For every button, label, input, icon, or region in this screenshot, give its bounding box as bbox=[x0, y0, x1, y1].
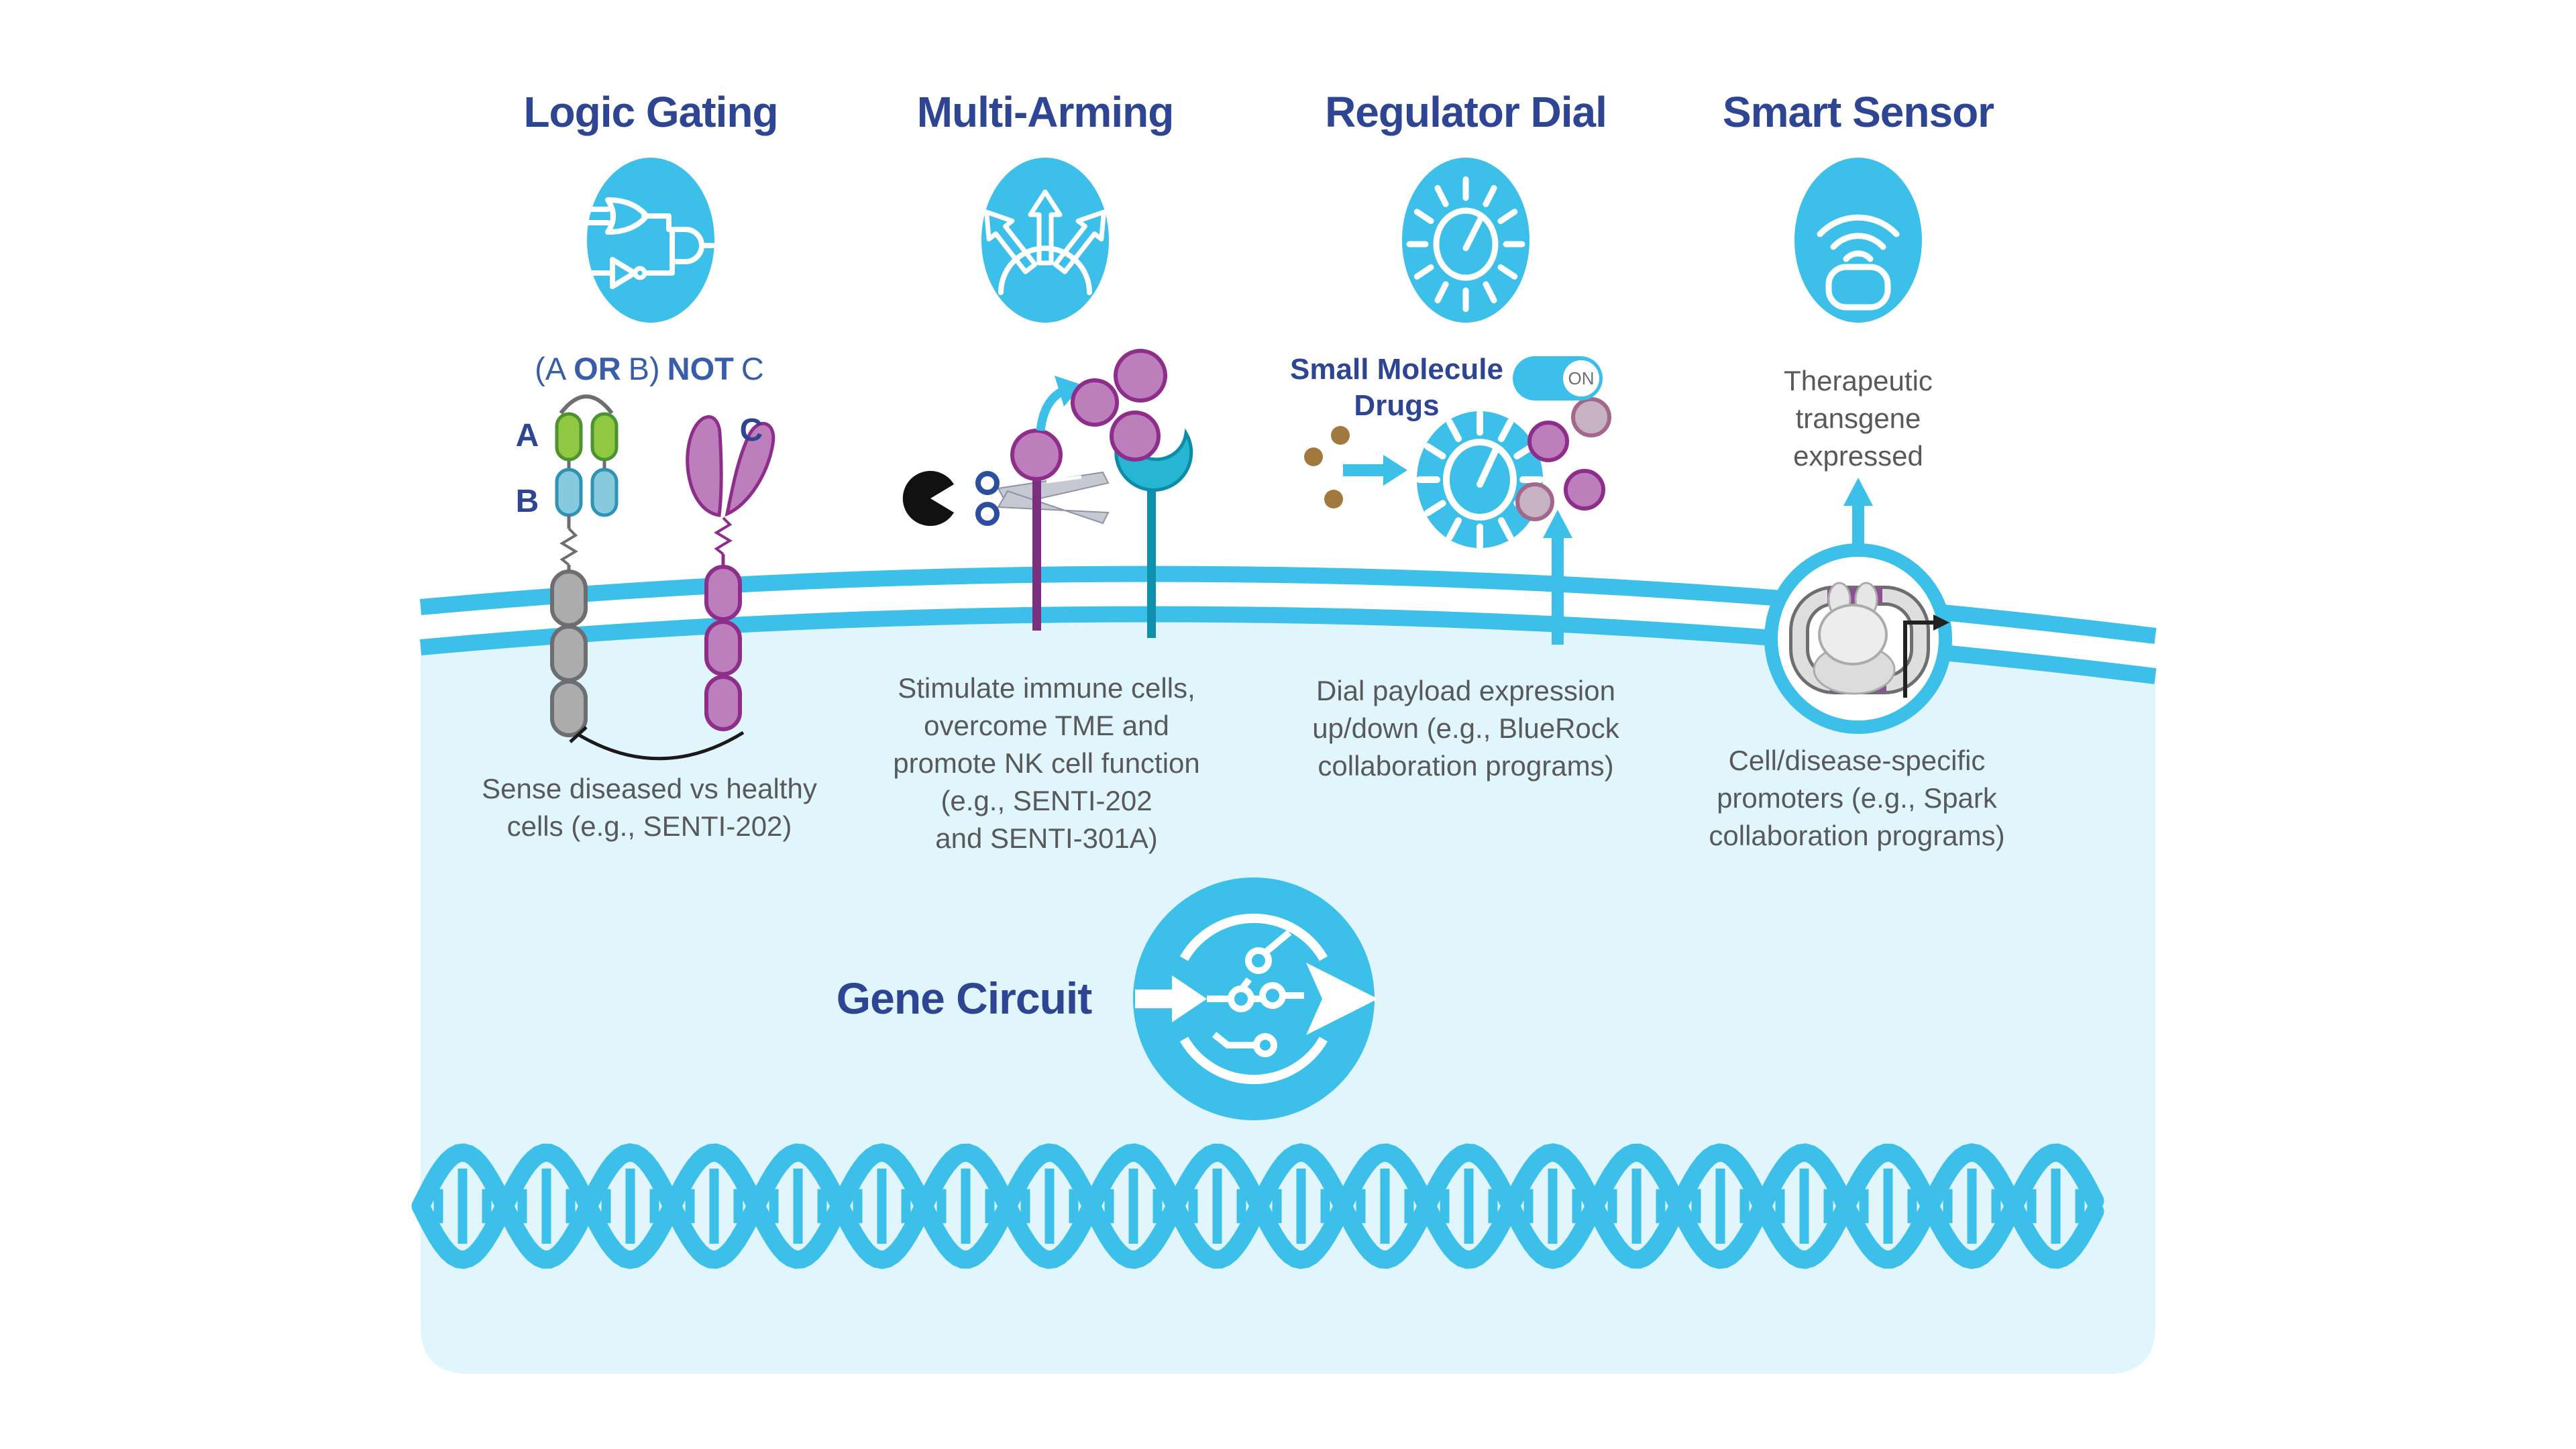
gene-circuit-title: Gene Circuit bbox=[836, 973, 1092, 1023]
caption-logic-gating: Sense diseased vs healthy cells (e.g., S… bbox=[482, 773, 817, 842]
dial-graphic bbox=[1416, 410, 1544, 549]
receptor-or-pair bbox=[550, 394, 619, 737]
caption-multi-arming: Stimulate immune cells, overcome TME and… bbox=[893, 672, 1200, 854]
protease-pacman-icon bbox=[902, 471, 954, 526]
wireless-sensor-icon bbox=[1794, 158, 1922, 323]
column-title-logic-gating: Logic Gating bbox=[523, 88, 778, 136]
receptor-not-c bbox=[686, 415, 775, 731]
scissors-icon bbox=[975, 471, 1110, 526]
antigen-binder-b2 bbox=[590, 468, 619, 517]
up-arrow-sensor bbox=[1843, 478, 1873, 550]
plasmid-promoter-icon bbox=[1764, 543, 1952, 734]
up-arrow-regulator bbox=[1543, 510, 1572, 645]
small-molecule-dots bbox=[1304, 426, 1350, 508]
on-toggle-knob: ON bbox=[1563, 360, 1599, 396]
caption-smart-sensor: Cell/disease-specific promoters (e.g., S… bbox=[1709, 745, 2005, 851]
on-toggle: ON bbox=[1513, 356, 1603, 400]
receptor-label-c: C bbox=[739, 413, 763, 448]
payload-dots bbox=[1515, 397, 1611, 521]
column-title-smart-sensor: Smart Sensor bbox=[1722, 88, 1994, 136]
logic-gates-icon bbox=[584, 158, 715, 323]
therapeutic-transgene-label: Therapeutic transgene expressed bbox=[1784, 365, 1933, 472]
inhibition-arc bbox=[569, 726, 745, 761]
formula-part-open-a: (A bbox=[535, 351, 567, 386]
column-title-regulator-dial: Regulator Dial bbox=[1325, 88, 1607, 136]
right-arrow-icon bbox=[1343, 455, 1407, 486]
cleaved-receptor bbox=[1010, 429, 1063, 631]
small-molecule-drugs-label: Small Molecule Drugs bbox=[1290, 353, 1503, 422]
formula-part-or: OR bbox=[574, 351, 621, 386]
dial-icon bbox=[1402, 158, 1529, 323]
formula-part-b-close: B) bbox=[628, 351, 660, 386]
antigen-binder-a bbox=[555, 412, 583, 462]
antigen-binder-b bbox=[555, 468, 583, 517]
secreted-payloads bbox=[1071, 349, 1167, 427]
transcription-arrow bbox=[1903, 621, 1933, 698]
caption-regulator-dial: Dial payload expression up/down (e.g., B… bbox=[1312, 675, 1619, 782]
gene-circuit-icon bbox=[1133, 877, 1378, 1120]
formula-part-not: NOT bbox=[667, 351, 734, 386]
crescent-receptor bbox=[1110, 411, 1193, 638]
antigen-binder-a2 bbox=[590, 412, 619, 462]
dna-helix-illustration bbox=[411, 1143, 2104, 1269]
receptor-label-b: B bbox=[515, 484, 539, 519]
fanning-arrows-icon bbox=[981, 158, 1109, 323]
secretion-arrow bbox=[1036, 376, 1083, 431]
on-toggle-state: ON bbox=[1568, 368, 1595, 388]
column-title-multi-arming: Multi-Arming bbox=[916, 88, 1175, 136]
receptor-label-a: A bbox=[515, 418, 539, 453]
formula-part-c: C bbox=[741, 351, 764, 386]
